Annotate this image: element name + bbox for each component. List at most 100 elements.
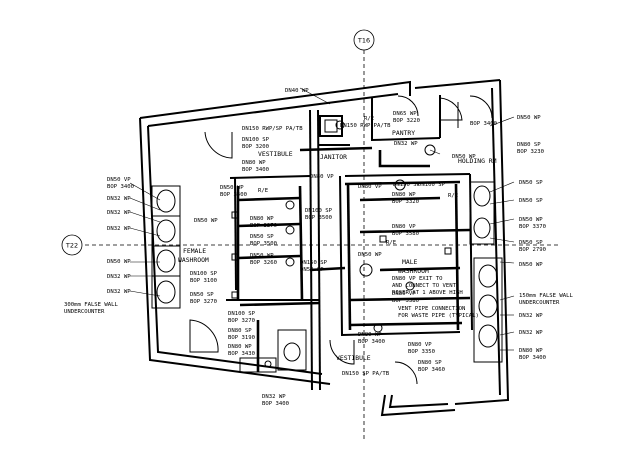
right-label: 150mm FALSE WALL <box>519 293 574 299</box>
left-label: DN50 VP <box>107 177 131 183</box>
room-vestibule-bottom: VESTIBULE <box>336 354 371 362</box>
left-label: UNDERCOUNTER <box>64 309 105 315</box>
center-label: BOP 3400 <box>220 192 247 198</box>
left-label: DN32 WP <box>107 210 131 216</box>
leader-lines <box>129 87 515 351</box>
left-label: DN50 WP <box>107 259 131 265</box>
center-label: RISER AT 1 ABOVE HIGH <box>392 290 463 296</box>
pipe-fittings <box>231 120 452 368</box>
center-label: DN80 WP <box>392 192 416 198</box>
center-label: DN80 VP <box>310 174 334 180</box>
center-label: R/E <box>386 240 397 246</box>
center-label: DN50 WP <box>194 218 218 224</box>
center-label: DN80 WP <box>242 160 266 166</box>
grid-bubble-t22 <box>61 234 83 256</box>
right-label: BOP 2790 <box>519 247 546 253</box>
toilet-fixture <box>478 264 498 288</box>
center-label: DN100 SP <box>190 271 218 277</box>
center-label: BOP 3260 <box>250 260 277 266</box>
pipe-network <box>236 146 471 372</box>
right-label: UNDERCOUNTER <box>519 300 560 306</box>
center-label: FOR WASTE PIPE (TYPICAL) <box>398 313 479 319</box>
center-label: BOP 3400 <box>242 167 269 173</box>
center-label: DN50 SP <box>250 234 274 240</box>
center-label: BOP 3400 <box>358 339 385 345</box>
center-label: DN80 SP <box>418 360 442 366</box>
toilet-fixture <box>478 324 498 348</box>
female-wc-cubicles <box>151 185 181 309</box>
center-label: DN50 WP <box>452 154 476 160</box>
room-female-line1: FEMALE <box>183 247 206 255</box>
center-label: DN50 SP <box>300 267 324 273</box>
center-label: DN100 SP <box>242 137 270 143</box>
room-pantry: PANTRY <box>392 129 415 137</box>
center-label: R/E <box>448 193 459 199</box>
center-label: DN32 WP <box>394 141 418 147</box>
center-label: BOP 3380 <box>392 298 419 304</box>
center-label: DN65 WP <box>393 111 417 117</box>
center-label: R/E <box>258 188 269 194</box>
room-names: VESTIBULE JANITOR PANTRY HOLDING RM FEMA… <box>178 129 497 362</box>
room-janitor: JANITOR <box>320 153 347 161</box>
center-label: DN150 SP <box>300 260 328 266</box>
right-label: DN32 WP <box>519 313 543 319</box>
center-label: BOP 3430 <box>228 351 255 357</box>
grid-line-t16: T16 <box>353 29 375 440</box>
left-label: DN32 WP <box>107 196 131 202</box>
grid-label-t22: T22 <box>65 242 78 250</box>
left-label: DN32 WP <box>107 226 131 232</box>
right-label: DN50 WP <box>519 262 543 268</box>
right-label: BOP 3230 <box>517 149 544 155</box>
toilet-fixture <box>283 342 301 362</box>
center-label: DN50 WP <box>220 185 244 191</box>
room-female-line2: WASHROOM <box>178 256 209 264</box>
right-annotations: DN50 WP DN80 SP BOP 3230 DN50 SP DN50 SP… <box>517 115 574 361</box>
center-label: BOP 3500 <box>305 215 332 221</box>
center-label: DN80 WP <box>228 344 252 350</box>
center-label: DN150 RWP/SP PA/TB <box>242 126 303 132</box>
center-label: AND CONNECT TO VENT <box>392 283 457 289</box>
center-label: BOP 3220 <box>393 118 420 124</box>
center-label: BOP 3270 <box>250 223 277 229</box>
center-label: DN100 SP <box>228 311 256 317</box>
center-label: DN50 SP <box>190 292 214 298</box>
right-label: BOP 3400 <box>519 355 546 361</box>
center-label: DN80 WP <box>250 216 274 222</box>
center-label: BOP 3190 <box>228 335 255 341</box>
room-male-line2: WASHROOM <box>398 267 429 275</box>
center-label: DN80 VP <box>358 184 382 190</box>
door-swings <box>189 95 493 385</box>
center-label: DN80 SP <box>228 328 252 334</box>
center-label: DN150 SP <box>393 182 421 188</box>
center-label: BOP 3400 <box>262 401 289 407</box>
toilet-fixture <box>473 217 491 239</box>
center-label: DN80 VP <box>408 342 432 348</box>
grid-label-t16: T16 <box>357 37 370 45</box>
center-label: DN40 WP <box>285 88 309 94</box>
toilet-fixture <box>156 249 176 273</box>
center-label: DN80 WP <box>358 332 382 338</box>
center-label: DN50 WP <box>358 252 382 258</box>
center-label: BOP 3200 <box>242 144 269 150</box>
right-label: DN80 WP <box>519 348 543 354</box>
center-label: R/E <box>364 116 375 122</box>
right-label: DN50 WP <box>519 217 543 223</box>
left-annotations: DN50 VP BOP 3400 DN32 WP DN32 WP DN32 WP… <box>64 177 134 315</box>
right-label: DN32 WP <box>519 330 543 336</box>
center-annotations: DN40 WP DN150 RWP/SP PA/TB DN100 SP BOP … <box>190 88 497 407</box>
right-label: DN80 SP <box>517 142 541 148</box>
grid-bubble-t16 <box>353 29 375 51</box>
center-label: BOP 3320 <box>392 199 419 205</box>
center-label: BOP 3580 <box>392 231 419 237</box>
right-label: DN50 SP <box>519 198 543 204</box>
right-label: DN50 SP <box>519 180 543 186</box>
toilet-fixture <box>156 280 176 304</box>
center-label: VENT PIPE CONNECTION <box>398 306 465 312</box>
left-label: 300mm FALSE WALL <box>64 302 119 308</box>
center-label: BOP 3460 <box>418 367 445 373</box>
center-label: BOP 3400 <box>470 121 497 127</box>
toilet-fixture <box>156 189 176 213</box>
right-label: BOP 3370 <box>519 224 546 230</box>
center-label: DN80 VP EXIT TO <box>392 276 443 282</box>
